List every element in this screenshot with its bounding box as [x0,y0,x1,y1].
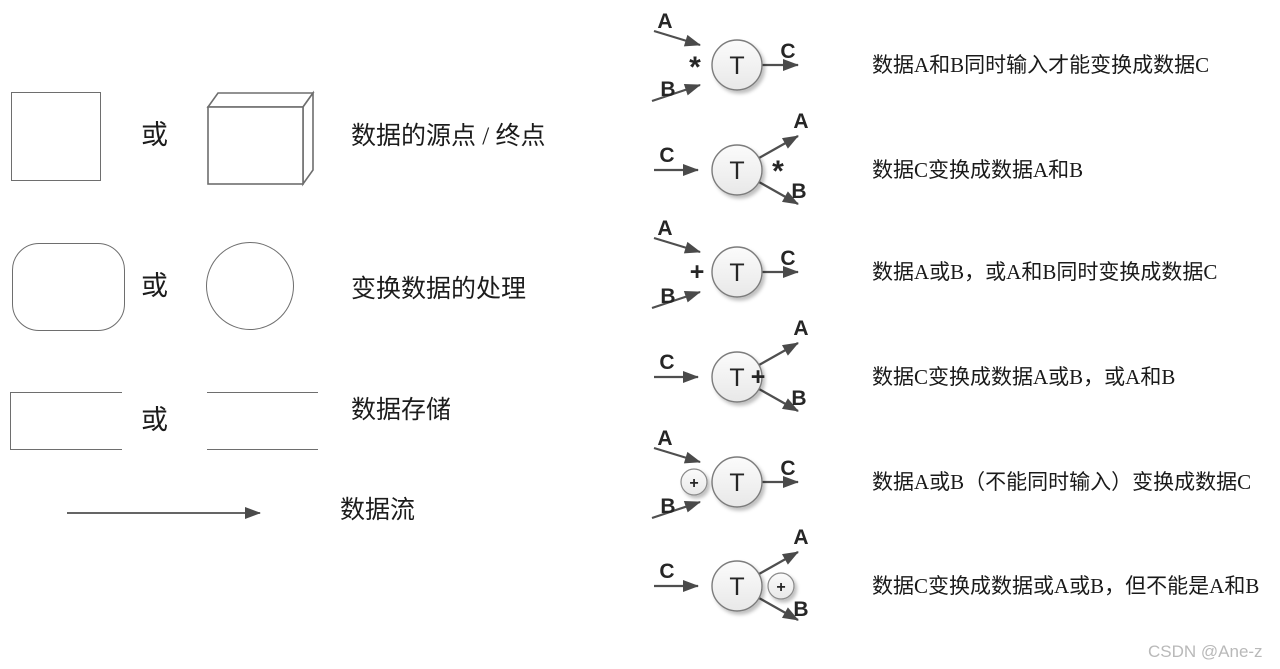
transform-desc-6: 数据C变换成数据或A或B，但不能是A和B [872,574,1260,598]
legend-arrow-shape [67,507,261,519]
cube-top-face [206,92,315,108]
label-b: B [793,598,808,621]
xor-marker-circle [767,572,795,600]
output-arrow-a [758,551,799,575]
input-arrow-b [651,83,701,103]
label-c: C [780,457,795,480]
output-arrow-a [758,135,799,159]
csdn-watermark: CSDN @Ane-z [1148,642,1263,661]
t-label: T [729,364,744,392]
and-marker: * [689,51,701,84]
transform-circle [711,39,763,91]
label-a: A [657,10,672,33]
label-a: A [793,110,808,133]
output-arrow-a [758,342,799,366]
label-c: C [659,351,674,374]
transform-desc-5: 数据A或B（不能同时输入）变换成数据C [872,470,1252,494]
cube-side-face [302,90,314,187]
cube-front-face [207,106,304,185]
input-arrow-a [653,236,701,254]
legend-square-shape [11,92,101,181]
t-label: T [729,52,744,80]
label-b: B [791,387,806,410]
legend-circle-shape [206,242,294,330]
label-c: C [659,560,674,583]
transform-diagram-3: T A B C + [651,217,799,310]
legend-label-store: 数据存储 [351,397,452,424]
label-c: C [780,247,795,270]
transform-desc-4: 数据C变换成数据A或B，或A和B [872,365,1176,389]
legend-open-rect-shape [10,392,122,450]
label-b: B [791,180,806,203]
transform-circle [711,456,763,508]
transform-diagram-4: T C A B + [654,317,809,412]
output-arrow-b [758,181,799,205]
input-arrow-a [653,29,701,47]
legend-cube-shape [206,90,315,187]
or-marker: + [751,363,766,391]
t-label: T [729,157,744,185]
and-marker: * [772,155,784,188]
label-c: C [659,144,674,167]
t-label: T [729,469,744,497]
transform-diagram-1: T A B C * [651,10,799,103]
input-arrow-a [653,446,701,464]
transform-diagram-2: T C A B * [654,110,809,205]
transform-diagram-5: T A B C + [651,427,799,520]
transform-circle [711,560,763,612]
or-label-3: 或 [141,405,168,435]
label-a: A [657,217,672,240]
or-label-1: 或 [141,120,168,150]
input-arrow-b [651,290,701,310]
transform-desc-2: 数据C变换成数据A和B [872,158,1084,182]
output-arrow-b [758,597,799,621]
xor-marker: + [776,579,785,596]
input-arrow-b [651,500,701,520]
legend-rounded-rect-shape [12,243,125,331]
legend-label-process: 变换数据的处理 [351,276,527,303]
xor-marker: + [689,475,698,492]
output-arrow-b [758,388,799,412]
t-label: T [729,573,744,601]
label-b: B [660,78,675,101]
label-c: C [780,40,795,63]
legend-label-flow: 数据流 [340,497,416,524]
or-label-2: 或 [141,271,168,301]
label-a: A [793,317,808,340]
legend-label-source: 数据的源点 / 终点 [351,123,546,150]
transform-desc-1: 数据A和B同时输入才能变换成数据C [872,53,1210,77]
or-marker: + [690,258,705,286]
t-label: T [729,259,744,287]
legend-double-line-shape [207,392,318,450]
label-a: A [657,427,672,450]
transform-diagram-6: T C A B + [654,526,809,621]
transform-circle [711,351,763,403]
transform-circle [711,144,763,196]
label-b: B [660,285,675,308]
xor-marker-circle [680,468,708,496]
label-b: B [660,495,675,518]
transform-desc-3: 数据A或B，或A和B同时变换成数据C [872,260,1218,284]
transform-circle [711,246,763,298]
label-a: A [793,526,808,549]
